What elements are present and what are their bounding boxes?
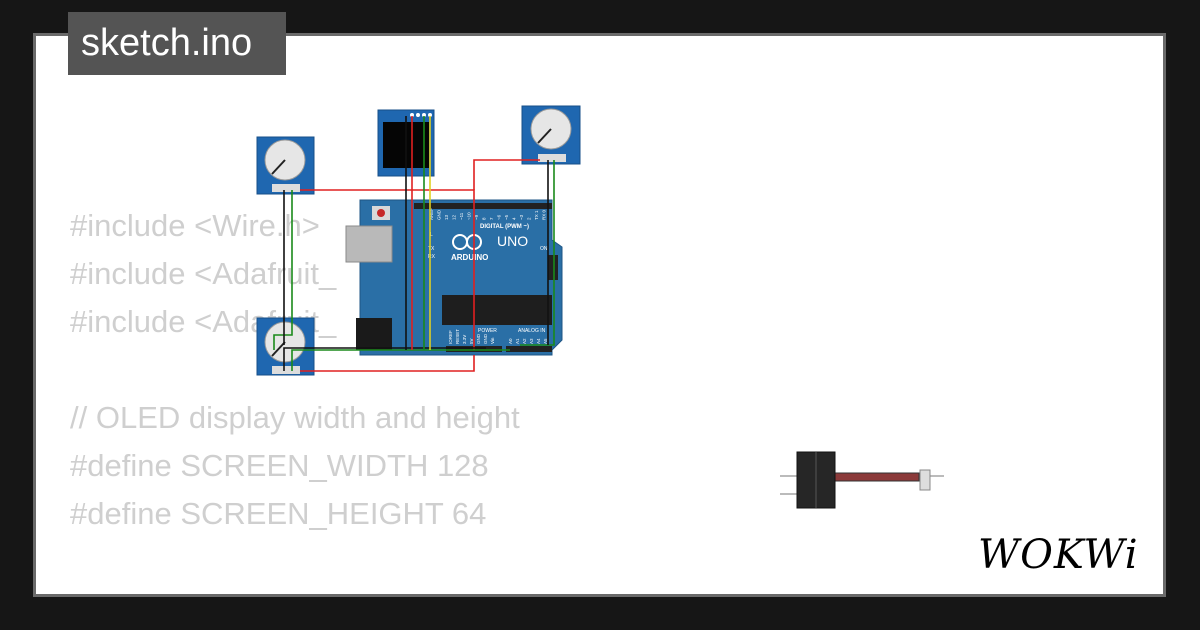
power-pin-label: 3.3V [462,335,467,344]
analog-pin-label: A2 [522,338,527,344]
power-pin-label: RESET [455,329,460,344]
code-line: #include <Adafruit_ [70,256,337,291]
code-line: #define SCREEN_WIDTH 128 [70,448,489,483]
digital-pin-label: ~6 [497,214,502,220]
digital-pin-label: ~5 [504,214,509,220]
code-editor: #include <Wire.h>#include <Adafruit_#inc… [70,202,764,594]
analog-pin-label: A5 [543,338,548,344]
potentiometer-2[interactable] [256,317,315,376]
atmega-chip [442,295,552,325]
wokwi-logo-text: WOKWi [978,532,1139,578]
digital-pin-label: 4 [512,217,517,220]
reset-button-cap [377,209,385,217]
wire-red-pot2 [300,355,475,372]
digital-pin-label: ~10 [467,212,472,220]
analog-pin-label: A0 [508,338,513,344]
power-pin-label: IOREF [448,330,453,344]
wire-black-pot2 [283,347,486,371]
power-pin-label: 5V [469,338,474,344]
code-line: // OLED display width and height [70,400,520,435]
wire-green-pot1 [273,190,293,350]
on-label: ON [540,246,548,252]
digital-pin-label: 8 [482,217,487,220]
arduino-uno-board[interactable]: ARDUINO UNO DIGITAL (PWM ~) TX RX L ON P… [345,199,563,356]
l-label: L [430,232,433,238]
tx-label: TX [428,246,435,252]
analog-pin-label: A1 [515,338,520,344]
code-line: #include <Wire.h> [70,208,320,243]
wires [273,116,555,372]
digital-label: DIGITAL (PWM ~) [480,224,529,230]
digital-pin-label: 7 [489,217,494,220]
rx-label: RX [428,254,436,260]
wire-green-pot3 [520,160,555,346]
potentiometer-1[interactable] [256,136,315,195]
digital-pin-label: ~3 [519,214,524,220]
usb-connector [345,225,393,263]
code-line: // Create an OLED display object connect… [70,586,764,594]
board-brand: ARDUINO [451,253,488,262]
analog-pin-label: A4 [536,338,541,344]
power-pin-label: Vin [490,337,495,344]
power-jack [356,318,392,350]
icsp-header [548,255,558,280]
digital-pin-label: ~9 [474,214,479,220]
digital-pin-label: ~11 [459,212,464,220]
power-label: POWER [478,328,497,334]
wire-green-pot2 [291,349,510,371]
analog-pin-label: A3 [529,338,534,344]
analog-header [506,346,552,352]
digital-pin-label: GND [437,209,442,220]
file-tab[interactable]: sketch.ino [68,12,286,75]
wire-red-pot3 [473,159,540,190]
code-line: #define SCREEN_HEIGHT 64 [70,496,487,531]
digital-header [414,203,552,209]
digital-pin-label: 2 [527,217,532,220]
board-model: UNO [497,233,528,249]
preview-card: #include <Wire.h>#include <Adafruit_#inc… [33,33,1166,597]
digital-pin-label: 13 [444,214,449,220]
digital-pin-label: AREF [429,208,434,220]
digital-pin-label: RX 0 [542,209,547,220]
potentiometer-3[interactable] [521,105,581,165]
power-pin-label: GND [483,333,488,344]
power-pin-label: GND [476,333,481,344]
digital-pin-label: 12 [452,214,457,220]
digital-pin-label: TX 1 [534,210,539,220]
analog-label: ANALOG IN [518,328,546,334]
